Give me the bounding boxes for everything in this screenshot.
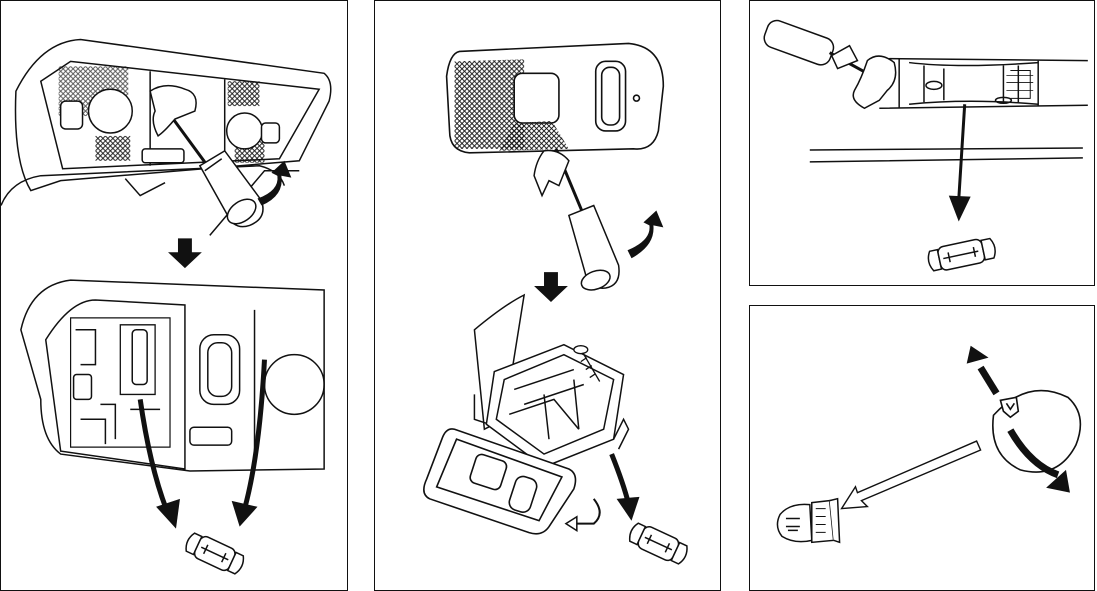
cloth-icon [853,56,895,108]
pull-arrow-icon [967,346,997,394]
bulb-icon [926,236,997,273]
down-arrow-icon [168,238,202,268]
dome-light-illustration [1,1,347,590]
cargo-light-housing [810,59,1088,162]
removal-arrow [842,441,981,509]
down-arrow-icon [534,272,568,302]
diagram-panel-dome-light [0,0,348,591]
diagram-panel-socket [749,305,1095,591]
dome-light-housing [1,39,331,235]
socket-illustration [750,306,1094,590]
bulb-icon [626,520,690,567]
dome-light-open-housing [21,280,324,471]
rotate-arrow-icon [1010,430,1070,493]
lift-arrow-icon [258,161,292,206]
diagram-panel-map-light [374,0,721,591]
removal-arrows [140,360,264,529]
rotate-arrow-icon [566,499,600,531]
cloth-icon [534,151,569,196]
cloth-icon [150,86,196,136]
bulb-icon [183,530,247,577]
cargo-light-illustration [750,1,1094,285]
diagram-panel-cargo-light [749,0,1095,286]
map-light-open-housing [474,295,628,467]
lift-arrow-icon [628,210,664,258]
map-light-illustration [375,1,720,590]
removal-arrow [612,454,640,521]
wedge-bulb-icon [777,499,839,543]
down-arrow-icon [949,104,971,221]
map-light-lens [447,43,664,152]
